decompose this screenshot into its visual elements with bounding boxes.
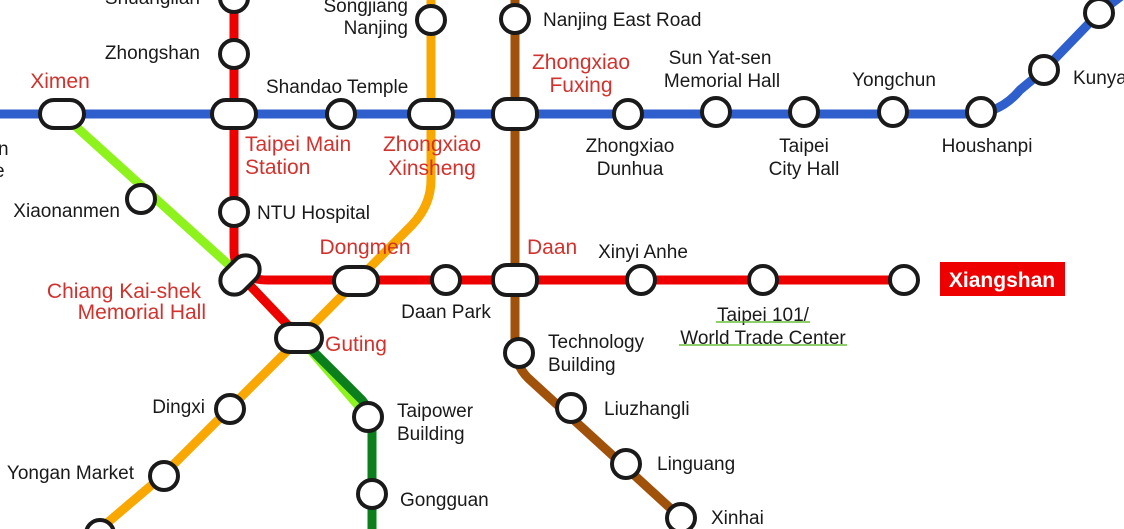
label-zhongxiao-dunhua-2: Dunhua [597, 159, 664, 180]
station-taipei-101[interactable] [747, 264, 779, 296]
label-xiangshan: Xiangshan [949, 269, 1055, 292]
label-liuzhangli: Liuzhangli [604, 399, 690, 420]
label-sun-yatsen-1: Sun Yat-sen [669, 48, 772, 69]
label-taipower-building-2: Building [397, 424, 465, 445]
label-linguang: Linguang [657, 454, 735, 475]
label-daan-park: Daan Park [401, 302, 491, 323]
label-xiaonanmen: Xiaonanmen [13, 201, 120, 222]
station-technology-building[interactable] [503, 337, 535, 369]
transfer-guting[interactable] [274, 322, 324, 354]
station-songjiang-nanjing[interactable] [415, 4, 447, 36]
label-xinyi-anhe: Xinyi Anhe [598, 242, 688, 263]
station-nanjing-east-road[interactable] [499, 3, 531, 35]
label-nanjing-east-road: Nanjing East Road [543, 10, 701, 31]
label-dongmen: Dongmen [319, 236, 410, 259]
station-taipei-city-hall[interactable] [788, 96, 820, 128]
station-liuzhangli[interactable] [555, 392, 587, 424]
label-chiang-kaishek-1: Chiang Kai-shek [47, 280, 202, 303]
label-zhongxiao-fuxing-1: Zhongxiao [532, 51, 630, 74]
label-daan: Daan [527, 236, 577, 259]
label-sun-yatsen-2: Memorial Hall [664, 71, 780, 92]
label-zhongxiao-xinsheng-1: Zhongxiao [383, 133, 481, 156]
station-shandao-temple[interactable] [325, 98, 357, 130]
label-taipei-101-1: Taipei 101/ [717, 305, 810, 326]
label-taipower-building-1: Taipower [397, 401, 474, 422]
label-technology-building-1: Technology [548, 332, 645, 353]
label-xinhai: Xinhai [711, 508, 764, 529]
label-zhongxiao-xinsheng-2: Xinsheng [388, 157, 476, 180]
label-songjiang: Songjiang [323, 0, 408, 17]
station-ntu-hospital[interactable] [218, 196, 250, 228]
station-dingxi[interactable] [214, 393, 246, 425]
transfer-ximen[interactable] [38, 98, 86, 130]
transfer-daan[interactable] [491, 263, 539, 297]
station-gongguan[interactable] [356, 478, 388, 510]
station-zhongxiao-dunhua[interactable] [612, 98, 644, 130]
station-xinyi-anhe[interactable] [625, 264, 657, 296]
label-yongchun: Yongchun [852, 70, 936, 91]
terminal-badge-xiangshan [940, 262, 1065, 296]
label-chiang-kaishek-2: Memorial Hall [78, 301, 206, 324]
label-kunyang: Kunya [1073, 68, 1124, 89]
label-longshan-fragment-2: e [0, 161, 5, 182]
label-zhongshan: Zhongshan [105, 43, 200, 64]
label-yongan-market: Yongan Market [7, 463, 135, 484]
label-gongguan: Gongguan [400, 490, 489, 511]
transfer-zhongxiao-xinsheng[interactable] [407, 98, 455, 130]
station-xiaonanmen[interactable] [125, 183, 157, 215]
label-ximen: Ximen [30, 70, 90, 93]
station-linguang[interactable] [610, 448, 642, 480]
station-taipower-building[interactable] [352, 401, 384, 433]
label-shuanglian: Shuanglian [105, 0, 200, 9]
transfer-taipei-main-station[interactable] [210, 98, 258, 130]
lime-line [57, 109, 373, 422]
label-nanjing: Nanjing [344, 18, 408, 39]
label-zhongxiao-fuxing-2: Fuxing [549, 74, 612, 97]
label-taipei-101-2: World Trade Center [680, 328, 846, 349]
station-zhongshan[interactable] [218, 38, 250, 70]
transfer-zhongxiao-fuxing[interactable] [491, 97, 539, 131]
station-yongan-market[interactable] [148, 460, 180, 492]
station-nangang[interactable] [1083, 0, 1115, 29]
label-ntu-hospital: NTU Hospital [257, 203, 370, 224]
station-xinhai[interactable] [665, 502, 697, 529]
orange-line [95, 0, 436, 529]
label-longshan-fragment-1: n [0, 139, 9, 160]
station-kunyang[interactable] [1028, 54, 1060, 86]
label-zhongxiao-dunhua-1: Zhongxiao [586, 136, 675, 157]
station-daan-park[interactable] [430, 264, 462, 296]
label-taipei-main-1: Taipei Main [245, 133, 351, 156]
station-yongchun[interactable] [877, 96, 909, 128]
transfer-chiang-kaishek-memorial-hall[interactable] [215, 250, 266, 301]
station-xiangshan[interactable] [888, 264, 920, 296]
label-shandao-temple: Shandao Temple [266, 77, 408, 98]
label-dingxi: Dingxi [152, 397, 205, 418]
label-taipei-main-2: Station [245, 156, 310, 179]
label-guting: Guting [325, 333, 387, 356]
station-jingan[interactable] [84, 518, 116, 529]
transfer-dongmen[interactable] [332, 265, 380, 297]
label-taipei-city-hall-2: City Hall [769, 159, 840, 180]
station-shuanglian[interactable] [218, 0, 250, 14]
station-sun-yatsen-memorial-hall[interactable] [700, 96, 732, 128]
label-taipei-city-hall-1: Taipei [779, 136, 829, 157]
station-houshanpi[interactable] [965, 96, 997, 128]
label-houshanpi: Houshanpi [942, 136, 1033, 157]
label-technology-building-2: Building [548, 355, 616, 376]
